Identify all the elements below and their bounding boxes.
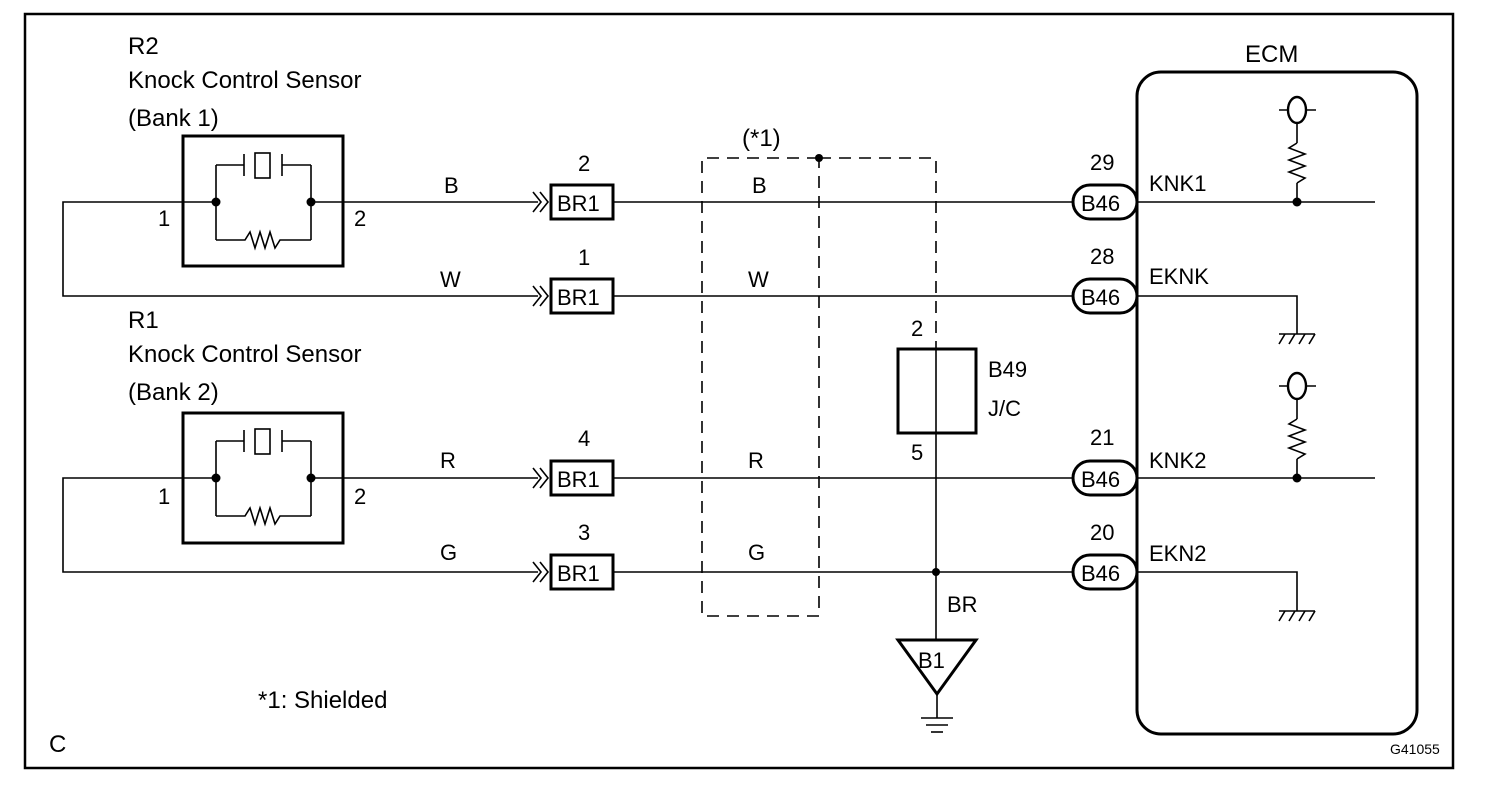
wire-color-label: W xyxy=(440,267,461,292)
wire-color-label: G xyxy=(748,540,765,565)
sensor-top-pin-1: 1 xyxy=(158,206,170,231)
diagram-frame xyxy=(23,12,1455,770)
ecm-pin: 21 xyxy=(1090,425,1114,450)
shield-label: (*1) xyxy=(742,125,781,152)
splice-dot xyxy=(932,568,940,576)
pullup-resistor-knk2 xyxy=(1279,371,1316,483)
ecm-connector-label: B46 xyxy=(1081,467,1120,492)
connector-label: BR1 xyxy=(557,191,600,216)
ecm-internal-line xyxy=(1137,295,1298,334)
connector-pin: 1 xyxy=(578,245,590,270)
wire-color-label: R xyxy=(440,448,456,473)
ground-point-label: B1 xyxy=(918,648,945,673)
connector-label: BR1 xyxy=(557,561,600,586)
shield-drain-dot xyxy=(815,154,823,162)
junction-code: B49 xyxy=(988,357,1027,382)
ground-wire-color: BR xyxy=(947,592,978,617)
sensor-bottom-bank: (Bank 2) xyxy=(128,379,219,406)
connector-pin: 4 xyxy=(578,426,590,451)
ecm-label: ECM xyxy=(1245,41,1298,68)
sensor-bottom-pin-1: 1 xyxy=(158,484,170,509)
wire-color-label: B xyxy=(752,173,767,198)
sensor-bottom-pin-2: 2 xyxy=(354,484,366,509)
ecm-connector-label: B46 xyxy=(1081,561,1120,586)
pullup-resistor-knk1 xyxy=(1279,95,1316,207)
wire-color-label: G xyxy=(440,540,457,565)
ecm-signal-label: EKNK xyxy=(1149,264,1209,289)
wire-g-left xyxy=(62,477,538,573)
connector-pin: 2 xyxy=(578,151,590,176)
figure-code: G41055 xyxy=(1390,741,1440,757)
ecm-signal-label: KNK2 xyxy=(1149,448,1206,473)
ground-point-b1 xyxy=(895,638,979,733)
junction-connector-box xyxy=(896,347,978,435)
sensor-top-bank: (Bank 1) xyxy=(128,105,219,132)
junction-type: J/C xyxy=(988,396,1021,421)
sensor-top-name: Knock Control Sensor xyxy=(128,67,361,94)
wire-color-label: W xyxy=(748,267,769,292)
ecm-connector-label: B46 xyxy=(1081,191,1120,216)
ecm-signal-label: KNK1 xyxy=(1149,171,1206,196)
shield-boundary xyxy=(701,157,820,617)
ecm-signal-label: EKN2 xyxy=(1149,541,1206,566)
sensor-bottom-name: Knock Control Sensor xyxy=(128,341,361,368)
wire-color-label: B xyxy=(444,173,459,198)
shield-boundary xyxy=(819,157,937,345)
ecm-pin: 29 xyxy=(1090,150,1114,175)
ecm-pin: 28 xyxy=(1090,244,1114,269)
knock-sensor-top-symbol xyxy=(181,134,345,268)
ecm-box xyxy=(1135,70,1419,736)
connector-label: BR1 xyxy=(557,285,600,310)
wire-color-label: R xyxy=(748,448,764,473)
corner-letter: C xyxy=(49,731,66,758)
junction-pin-top: 2 xyxy=(911,316,923,341)
connector-br1-pin1 xyxy=(532,277,615,315)
shield-footnote: *1: Shielded xyxy=(258,687,387,714)
connector-br1-pin4 xyxy=(532,459,615,497)
ecm-connector-label: B46 xyxy=(1081,285,1120,310)
connector-label: BR1 xyxy=(557,467,600,492)
connector-br1-pin2 xyxy=(532,183,615,221)
connector-br1-pin3 xyxy=(532,553,615,591)
junction-pin-bottom: 5 xyxy=(911,440,923,465)
ecm-ground-icon xyxy=(1278,610,1316,622)
ecm-internal-line xyxy=(1137,571,1298,611)
ecm-ground-icon xyxy=(1278,333,1316,345)
sensor-top-pin-2: 2 xyxy=(354,206,366,231)
connector-pin: 3 xyxy=(578,520,590,545)
sensor-bottom-code: R1 xyxy=(128,307,159,334)
ecm-pin: 20 xyxy=(1090,520,1114,545)
sensor-top-code: R2 xyxy=(128,33,159,60)
wire-w-left xyxy=(62,201,538,297)
